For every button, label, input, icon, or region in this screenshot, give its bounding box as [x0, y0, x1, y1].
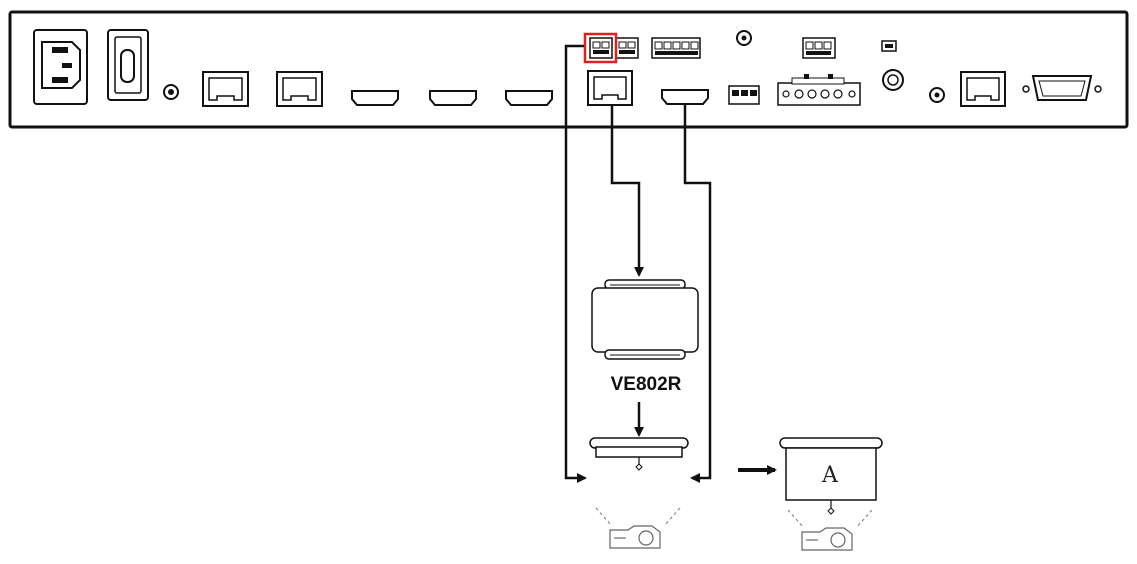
hdbaset-port-icon[interactable] — [587, 70, 633, 106]
hdbaset-cable-line — [610, 105, 644, 277]
ve802r-receiver — [591, 279, 699, 360]
rolled-screen-icon — [589, 437, 689, 471]
control-cable-line — [564, 44, 587, 483]
audio-jack-large-icon[interactable] — [882, 69, 904, 91]
screw-icon — [929, 87, 945, 103]
hdmi-port-icon[interactable] — [505, 90, 553, 106]
hdmi-port-icon[interactable] — [351, 90, 399, 106]
hdmi-out-port-icon[interactable] — [661, 89, 709, 105]
rear-panel — [8, 10, 1129, 129]
rj45-port-icon[interactable] — [276, 71, 323, 107]
projector-icon — [595, 507, 681, 549]
three-pin-terminal-icon[interactable] — [802, 37, 836, 59]
db9-serial-port-icon[interactable] — [1022, 75, 1102, 101]
hdmi-port-icon[interactable] — [429, 90, 477, 106]
projector-icon — [787, 509, 873, 551]
terminal-block-icon[interactable] — [615, 37, 639, 59]
five-pin-terminal-icon[interactable] — [651, 37, 701, 59]
rj45-port-icon[interactable] — [202, 71, 249, 107]
lowered-screen-icon — [779, 437, 883, 515]
hdmi-cable-line — [683, 105, 712, 483]
lan-port-icon[interactable] — [960, 71, 1006, 107]
ground-screw-icon — [163, 84, 179, 100]
serial-terminal-block-icon[interactable] — [777, 74, 861, 106]
led-indicator-icon — [881, 40, 897, 52]
connection-lines — [564, 44, 777, 483]
power-switch-icon[interactable] — [107, 29, 149, 101]
receiver-label: VE802R — [611, 374, 682, 395]
screen-letter: A — [821, 463, 839, 488]
highlight-box — [583, 32, 618, 64]
audio-jack-icon[interactable] — [736, 30, 752, 46]
power-inlet-icon — [33, 29, 88, 105]
terminal-block-icon[interactable] — [589, 37, 613, 59]
three-pin-terminal-icon[interactable] — [728, 85, 760, 105]
rear-panel-frame — [8, 10, 1129, 129]
